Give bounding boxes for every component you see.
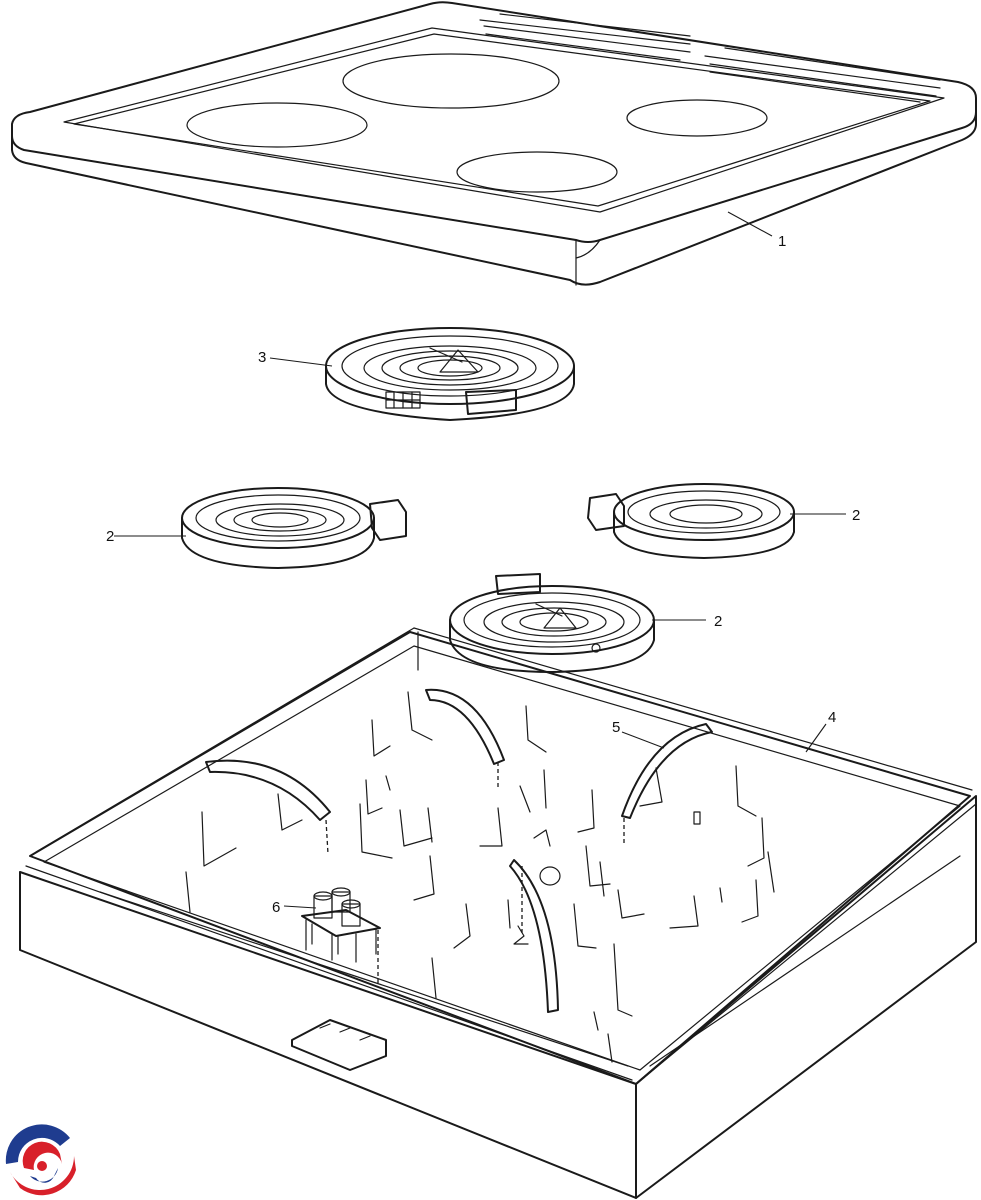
terminal-block — [301, 887, 381, 986]
callout-label-5: 5 — [612, 719, 620, 736]
callout-label-1: 1 — [778, 233, 786, 250]
callout-label-2-left: 2 — [106, 528, 114, 545]
control-slots — [479, 13, 941, 103]
cooktop-box — [19, 627, 977, 1199]
callout-label-2-right: 2 — [852, 507, 860, 524]
callout-label-6: 6 — [272, 899, 280, 916]
heating-element-small-front — [449, 573, 655, 673]
cooktop-glass-top — [11, 1, 977, 286]
heating-element-small-left — [181, 487, 407, 569]
callouts: 1 2 2 2 3 4 5 6 — [106, 211, 860, 916]
callout-label-4: 4 — [828, 709, 836, 726]
clamp-bracket — [205, 688, 713, 1013]
heating-element-large — [325, 327, 575, 421]
callout-label-2-front: 2 — [714, 613, 722, 630]
standoff-posts — [185, 691, 775, 1063]
brand-logo — [5, 1124, 76, 1196]
callout-label-3: 3 — [258, 349, 266, 366]
heating-element-small-right — [587, 483, 795, 559]
